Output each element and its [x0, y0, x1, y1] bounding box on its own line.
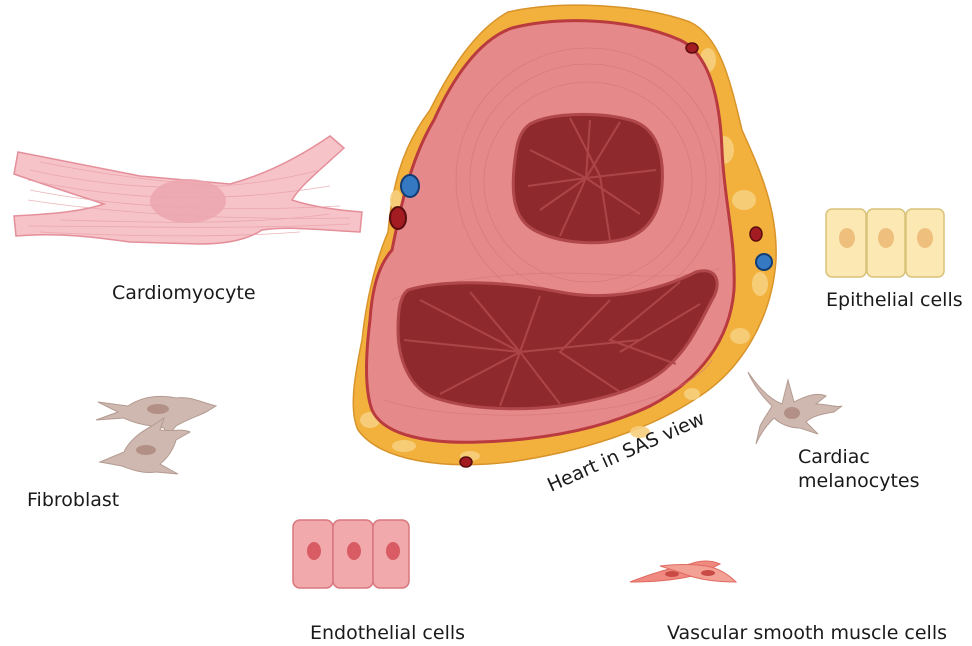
epithelial-cells: [826, 209, 944, 277]
melanocytes-label-line2: melanocytes: [798, 470, 920, 494]
epithelial-cells-label: Epithelial cells: [826, 289, 963, 313]
melanocyte-cell: [748, 372, 842, 444]
vsmc-cells: [630, 561, 736, 582]
vsmc-label: Vascular smooth muscle cells: [667, 622, 947, 646]
fibroblast-cells: [96, 396, 216, 474]
endothelial-cells: [293, 520, 409, 588]
heart-section: [353, 5, 776, 467]
melanocytes-label: Cardiac melanocytes: [798, 446, 920, 494]
melanocytes-label-line1: Cardiac: [798, 446, 920, 470]
cardiomyocyte-cell: [14, 136, 362, 244]
cardiomyocyte-label: Cardiomyocyte: [112, 282, 256, 306]
fibroblast-label: Fibroblast: [27, 489, 119, 513]
endothelial-cells-label: Endothelial cells: [310, 622, 465, 646]
vessel-blue-left: [401, 175, 419, 197]
